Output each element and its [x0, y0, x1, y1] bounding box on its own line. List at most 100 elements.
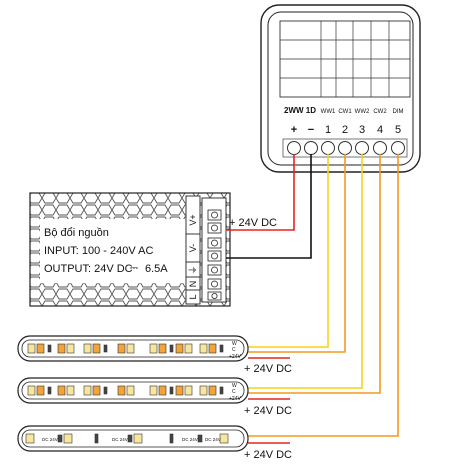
led-chip — [117, 385, 126, 396]
resistor — [47, 344, 52, 353]
led-chip — [184, 343, 193, 354]
dc-symbol-icon: ⎓ — [130, 263, 138, 274]
psu-title: Bộ đổi nguồn — [44, 227, 109, 239]
psu-current: 6.5A — [145, 263, 168, 275]
led-chip — [63, 433, 73, 444]
terminal-1 — [321, 141, 335, 155]
terminal-3-label: 3 — [359, 124, 365, 136]
resistor — [127, 434, 133, 443]
psu-vminus-label: V- — [188, 244, 198, 253]
wire-ch2 — [248, 154, 346, 353]
led-chip — [133, 433, 143, 444]
led-chip — [36, 385, 45, 396]
led-strip-3: DC 24V DC 24V DC 24V DC 24V — [17, 425, 249, 452]
strip1-plus-label: +24V — [229, 354, 241, 360]
led-chip — [117, 343, 126, 354]
label-dim: DIM — [393, 109, 404, 115]
strip3-dc-label-4: DC 24V — [205, 437, 221, 442]
wire-ch1 — [248, 154, 329, 348]
label-ww1: WW1 — [321, 109, 336, 115]
resistor — [169, 344, 174, 353]
terminal-4 — [373, 141, 387, 155]
led-chip — [27, 385, 36, 396]
strip2-c-label: C — [232, 389, 236, 395]
strip2-chips — [27, 385, 224, 396]
wire-ch3 — [248, 154, 363, 389]
terminal-minus — [304, 141, 318, 155]
led-chip — [199, 343, 208, 354]
resistor — [103, 386, 108, 395]
terminal-minus-label: − — [308, 124, 314, 136]
resistor — [57, 434, 63, 443]
strip2-w-label: W — [232, 383, 237, 389]
psu-input: INPUT: 100 - 240V AC — [44, 245, 153, 257]
terminal-5 — [391, 141, 405, 155]
led-chip — [199, 385, 208, 396]
led-chip — [36, 343, 45, 354]
strip3-dc-label-2: DC 24V — [112, 437, 128, 442]
resistor — [169, 433, 174, 444]
led-chip — [57, 385, 66, 396]
resistor — [197, 434, 203, 443]
led-chip — [208, 343, 217, 354]
psu-l-label: L — [188, 294, 198, 299]
led-chip — [83, 385, 92, 396]
led-chip — [149, 385, 158, 396]
led-chip — [184, 385, 193, 396]
psu-output: OUTPUT: 24V DC — [44, 263, 133, 275]
led-chip — [208, 385, 217, 396]
wire-ch5 — [248, 154, 399, 437]
strip3-chips — [25, 433, 229, 444]
controller-model-label: 2WW 1D — [284, 106, 316, 115]
psu-n-label: N — [188, 281, 198, 288]
strip1-power-label: + 24V DC — [244, 363, 292, 375]
ground-icon: ⏚ — [188, 265, 198, 274]
led-chip — [158, 343, 167, 354]
led-chip — [92, 385, 101, 396]
terminal-2 — [338, 141, 352, 155]
strip3-dc-label-1: DC 24V — [42, 437, 58, 442]
strip1-w-label: W — [232, 341, 237, 347]
strip3-dc-label-3: DC 24V — [182, 437, 198, 442]
terminal-3 — [355, 141, 369, 155]
strip2-plus-label: +24V — [229, 396, 241, 402]
resistor — [103, 344, 108, 353]
terminal-4-label: 4 — [377, 124, 383, 136]
led-chip — [175, 343, 184, 354]
led-chip — [92, 343, 101, 354]
resistor — [47, 386, 52, 395]
wires — [226, 154, 399, 444]
terminal-2-label: 2 — [342, 124, 348, 136]
led-chip — [219, 433, 229, 444]
strip2-power-label: + 24V DC — [244, 405, 292, 417]
led-chip — [27, 343, 36, 354]
wire-psu-negative — [226, 154, 312, 259]
controller: 2WW 1D WW1 CW1 WW2 CW2 DIM + − 1 2 3 4 5 — [260, 4, 421, 173]
led-chip — [66, 343, 75, 354]
wire-psu-positive — [226, 154, 295, 231]
led-strip-1: W C +24V — [17, 335, 249, 362]
terminal-plus-label: + — [291, 124, 297, 136]
label-ww2: WW2 — [355, 109, 370, 115]
strip1-chips — [27, 343, 224, 354]
label-cw1: CW1 — [338, 109, 352, 115]
resistor — [219, 344, 224, 353]
power-supply: Bộ đổi nguồn INPUT: 100 - 240V AC OUTPUT… — [29, 192, 231, 307]
terminal-plus — [287, 141, 301, 155]
led-chip — [175, 385, 184, 396]
psu-vplus-label: V+ — [188, 214, 198, 225]
led-chip — [126, 343, 135, 354]
led-chip — [57, 343, 66, 354]
resistor — [169, 386, 174, 395]
led-chip — [126, 385, 135, 396]
led-chip — [66, 385, 75, 396]
terminal-5-label: 5 — [395, 124, 401, 136]
resistor — [94, 433, 99, 444]
led-chip — [158, 385, 167, 396]
terminal-1-label: 1 — [325, 124, 331, 136]
label-cw2: CW2 — [373, 109, 387, 115]
wire-ch4 — [248, 154, 381, 394]
led-chip — [149, 343, 158, 354]
psu-to-controller-label: + 24V DC — [229, 217, 277, 229]
